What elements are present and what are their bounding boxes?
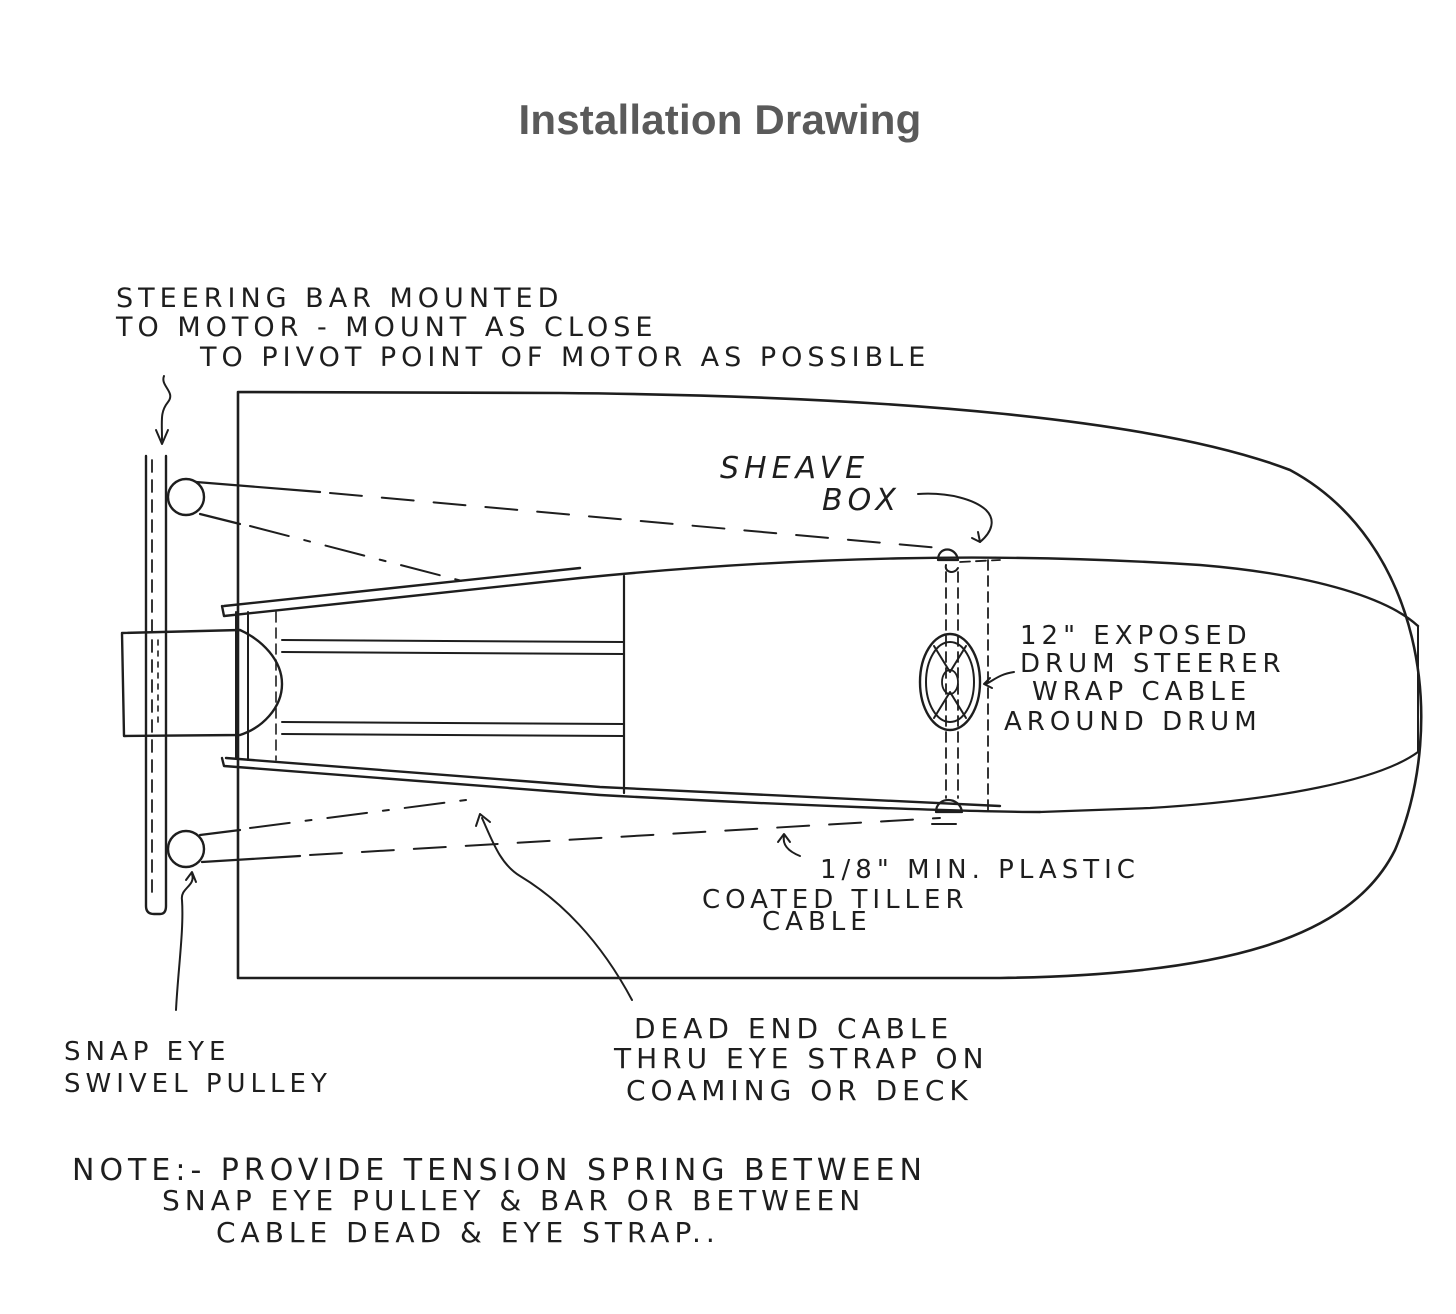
tiller-cables [194, 480, 941, 864]
drum-steerer-label-line-4: AROUND DRUM [1004, 707, 1262, 737]
steering-bar-label: STEERING BAR MOUNTED TO MOTOR - MOUNT AS… [115, 283, 930, 373]
steering-bar-label-line-3: TO PIVOT POINT OF MOTOR AS POSSIBLE [199, 342, 930, 373]
snap-eye-pulley-upper [165, 477, 206, 517]
tiller-cable-label-line-1: 1/8" MIN. PLASTIC [820, 855, 1140, 885]
leader-arrows [155, 375, 1015, 1011]
drum-steerer [918, 632, 982, 732]
steering-bar-label-line-2: TO MOTOR - MOUNT AS CLOSE [115, 312, 657, 343]
note-label-line-1: NOTE:- PROVIDE TENSION SPRING BETWEEN [72, 1153, 927, 1188]
snap-eye-pulley-lower [165, 829, 206, 869]
hull-outline [236, 390, 1423, 980]
sheave-box-label: SHEAVE BOX [720, 451, 901, 518]
tiller-cable-label: 1/8" MIN. PLASTIC COATED TILLER CABLE [702, 855, 1140, 937]
note-label-line-2: SNAP EYE PULLEY & BAR OR BETWEEN [162, 1184, 865, 1217]
sheave-box-label-line-1: SHEAVE [720, 451, 869, 486]
note-label-line-3: CABLE DEAD & EYE STRAP.. [216, 1216, 720, 1249]
tiller-cable-label-line-3: CABLE [762, 907, 872, 937]
drum-steerer-label-line-3: WRAP CABLE [1032, 677, 1251, 707]
sheave-box-label-line-2: BOX [822, 483, 901, 518]
snap-eye-label-line-1: SNAP EYE [64, 1037, 230, 1067]
drum-steerer-label-line-2: DRUM STEERER [1020, 649, 1286, 679]
cockpit-coaming [220, 556, 1420, 814]
dead-end-label: DEAD END CABLE THRU EYE STRAP ON COAMING… [613, 1012, 989, 1107]
dead-end-label-line-1: DEAD END CABLE [634, 1012, 953, 1045]
tiller-cable-label-line-2: COATED TILLER [702, 885, 969, 915]
snap-eye-label-line-2: SWIVEL PULLEY [64, 1069, 332, 1099]
drum-steerer-label: 12" EXPOSED DRUM STEERER WRAP CABLE AROU… [1004, 621, 1286, 737]
steering-bar [144, 454, 168, 916]
drum-steerer-label-line-1: 12" EXPOSED [1020, 621, 1252, 651]
note-label: NOTE:- PROVIDE TENSION SPRING BETWEEN SN… [72, 1153, 927, 1249]
dead-end-label-line-3: COAMING OR DECK [626, 1074, 973, 1107]
steering-bar-label-line-1: STEERING BAR MOUNTED [116, 283, 563, 314]
sheave-box-upper [936, 548, 960, 573]
snap-eye-label: SNAP EYE SWIVEL PULLEY [64, 1037, 332, 1099]
drawing-title: Installation Drawing [518, 96, 922, 143]
transom-frame [235, 574, 626, 795]
sheave-box-lower [931, 798, 964, 825]
dead-end-label-line-2: THRU EYE STRAP ON [613, 1042, 989, 1075]
